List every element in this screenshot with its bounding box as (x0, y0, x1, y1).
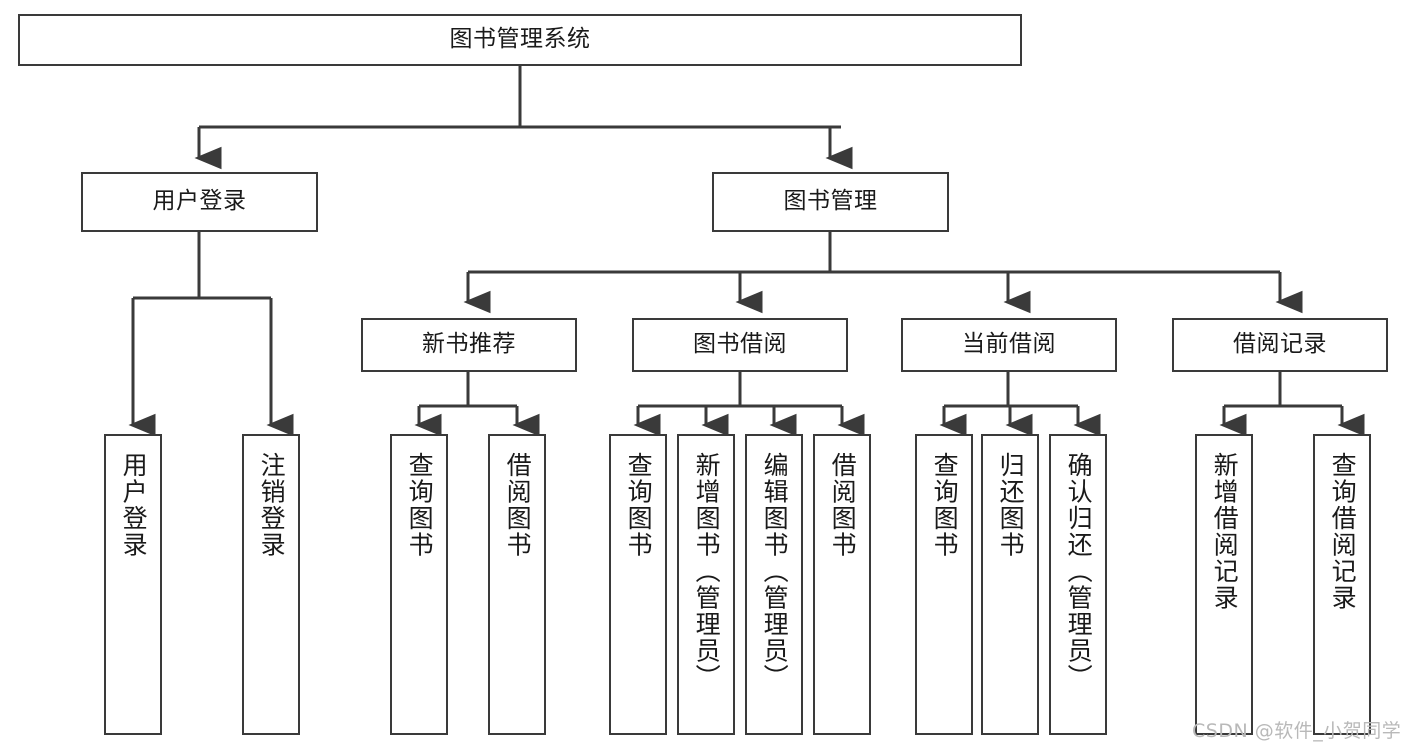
csdn-watermark: CSDN @软件_小贺同学 (1192, 720, 1402, 742)
node-leaf-confirm-return-admin[interactable]: 确认归还（管理员） (1049, 434, 1107, 735)
node-leaf-current-query-book[interactable]: 查询图书 (915, 434, 973, 735)
node-leaf-user-login[interactable]: 用户登录 (104, 434, 162, 735)
node-borrow-record-label: 借阅记录 (1233, 331, 1327, 358)
node-leaf-newbook-query-book[interactable]: 查询图书 (390, 434, 448, 735)
node-new-book-recommend[interactable]: 新书推荐 (361, 318, 577, 372)
node-leaf-logout[interactable]: 注销登录 (242, 434, 300, 735)
node-leaf-borrow-book-label: 借阅图书 (828, 452, 858, 558)
node-new-book-recommend-label: 新书推荐 (422, 331, 516, 358)
node-current-borrow-label: 当前借阅 (962, 331, 1056, 358)
node-leaf-add-book-admin-label: 新增图书（管理员） (692, 452, 722, 691)
node-borrow-record[interactable]: 借阅记录 (1172, 318, 1388, 372)
node-root[interactable]: 图书管理系统 (18, 14, 1022, 66)
node-leaf-return-book[interactable]: 归还图书 (981, 434, 1039, 735)
node-leaf-logout-label: 注销登录 (257, 452, 287, 558)
node-leaf-borrow-query-book-label: 查询图书 (624, 452, 654, 558)
node-leaf-add-borrow-record-label: 新增借阅记录 (1210, 452, 1240, 611)
node-user-login-label: 用户登录 (152, 188, 247, 215)
node-leaf-current-query-book-label: 查询图书 (930, 452, 960, 558)
node-leaf-user-login-label: 用户登录 (119, 452, 149, 558)
node-leaf-borrow-query-book[interactable]: 查询图书 (609, 434, 667, 735)
node-leaf-return-book-label: 归还图书 (996, 452, 1026, 558)
node-leaf-edit-book-admin[interactable]: 编辑图书（管理员） (745, 434, 803, 735)
node-user-login[interactable]: 用户登录 (81, 172, 318, 232)
node-leaf-query-borrow-record-label: 查询借阅记录 (1328, 452, 1358, 611)
node-root-label: 图书管理系统 (449, 26, 591, 53)
node-book-borrow[interactable]: 图书借阅 (632, 318, 848, 372)
node-leaf-borrow-book[interactable]: 借阅图书 (813, 434, 871, 735)
node-book-manage[interactable]: 图书管理 (712, 172, 949, 232)
node-leaf-query-borrow-record[interactable]: 查询借阅记录 (1313, 434, 1371, 735)
node-leaf-confirm-return-admin-label: 确认归还（管理员） (1064, 452, 1094, 691)
node-book-borrow-label: 图书借阅 (693, 331, 787, 358)
node-leaf-add-borrow-record[interactable]: 新增借阅记录 (1195, 434, 1253, 735)
node-book-manage-label: 图书管理 (783, 188, 878, 215)
node-leaf-newbook-borrow-book-label: 借阅图书 (503, 452, 533, 558)
node-current-borrow[interactable]: 当前借阅 (901, 318, 1117, 372)
node-leaf-add-book-admin[interactable]: 新增图书（管理员） (677, 434, 735, 735)
node-leaf-edit-book-admin-label: 编辑图书（管理员） (760, 452, 790, 691)
node-leaf-newbook-query-book-label: 查询图书 (405, 452, 435, 558)
node-leaf-newbook-borrow-book[interactable]: 借阅图书 (488, 434, 546, 735)
